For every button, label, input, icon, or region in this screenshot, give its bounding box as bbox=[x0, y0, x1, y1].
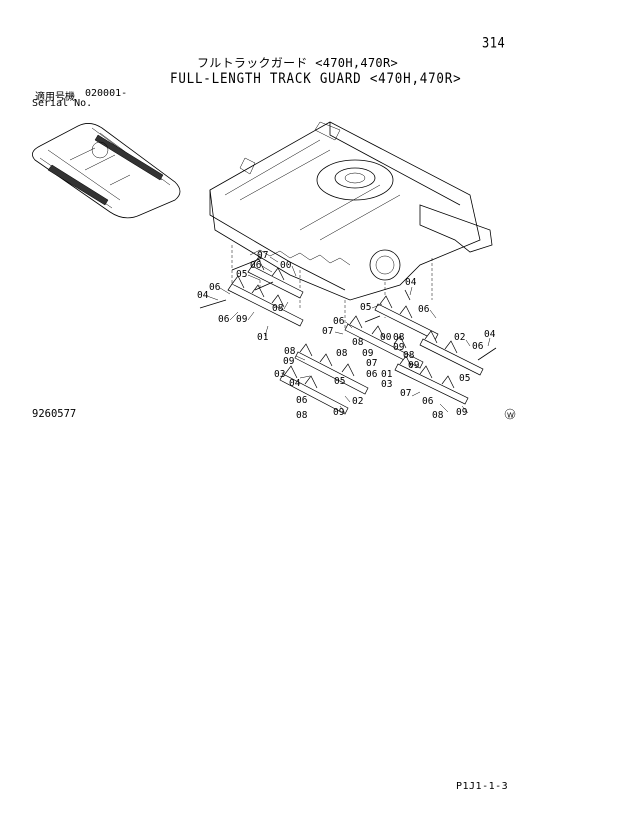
callout-03: 03 bbox=[274, 369, 285, 380]
footer-code: P1J1-1-3 bbox=[456, 781, 509, 792]
callout-labels: 07 06 00 05 06 04 08 06 09 01 04 05 06 0… bbox=[197, 250, 496, 421]
callout-07: 07 bbox=[400, 388, 411, 399]
callout-07: 07 bbox=[366, 358, 377, 369]
callout-04: 04 bbox=[289, 378, 301, 389]
undercarriage-thumbnail bbox=[32, 123, 181, 219]
callout-06: 06 bbox=[296, 395, 308, 406]
callout-08: 08 bbox=[352, 337, 364, 348]
callout-06: 06 bbox=[422, 396, 434, 407]
callout-09: 09 bbox=[236, 314, 248, 325]
guard-set-right bbox=[394, 330, 497, 405]
title-english: FULL-LENGTH TRACK GUARD <470H,470R> bbox=[170, 70, 462, 87]
page-number: 314 bbox=[482, 34, 506, 52]
guard-set-upper-left bbox=[199, 257, 304, 327]
callout-08: 08 bbox=[403, 350, 415, 361]
callout-06: 06 bbox=[418, 304, 430, 315]
callout-01: 01 bbox=[257, 332, 269, 343]
guard-set-center bbox=[279, 289, 439, 415]
callout-08: 08 bbox=[336, 348, 348, 359]
callout-04: 04 bbox=[405, 277, 417, 288]
callout-02: 02 bbox=[454, 332, 465, 343]
callout-03: 03 bbox=[381, 379, 392, 390]
callout-09: 09 bbox=[456, 407, 468, 418]
serial-label-english: Serial No. bbox=[32, 98, 93, 109]
callout-06: 06 bbox=[366, 369, 378, 380]
callout-06: 06 bbox=[472, 341, 484, 352]
callout-06: 06 bbox=[333, 316, 345, 327]
callout-04: 04 bbox=[484, 329, 496, 340]
callout-00: 00 bbox=[380, 332, 392, 343]
callout-04: 04 bbox=[197, 290, 209, 301]
callout-08: 08 bbox=[296, 410, 308, 421]
track-frame bbox=[209, 121, 493, 330]
title-japanese: フルトラックガード <470H,470R> bbox=[197, 56, 398, 70]
callout-08: 08 bbox=[432, 410, 444, 421]
callout-01: 01 bbox=[381, 369, 393, 380]
serial-label-japanese: 適用号機 bbox=[35, 92, 75, 103]
stamp-w: W bbox=[504, 408, 516, 420]
callout-09: 09 bbox=[333, 407, 345, 418]
callout-06: 06 bbox=[218, 314, 230, 325]
callout-08: 08 bbox=[272, 303, 284, 314]
callout-06: 06 bbox=[250, 260, 262, 271]
serial-number-value: 020001- bbox=[85, 88, 128, 99]
callout-06: 06 bbox=[209, 282, 221, 293]
callout-09: 09 bbox=[393, 342, 405, 353]
callout-05: 05 bbox=[459, 373, 470, 384]
drawing-number: 9260577 bbox=[32, 408, 77, 420]
callout-02: 02 bbox=[352, 396, 363, 407]
callout-05: 05 bbox=[236, 269, 247, 280]
callout-07: 07 bbox=[257, 250, 268, 261]
callout-09: 09 bbox=[362, 348, 374, 359]
callout-05: 05 bbox=[360, 302, 371, 313]
callout-00: 00 bbox=[280, 260, 292, 271]
leader-lines bbox=[206, 256, 491, 414]
callout-07: 07 bbox=[322, 326, 333, 337]
stamp-letter: W bbox=[507, 412, 514, 420]
callout-09: 09 bbox=[408, 360, 420, 371]
callout-08: 08 bbox=[393, 332, 405, 343]
callout-08: 08 bbox=[284, 346, 296, 357]
callout-05: 05 bbox=[334, 376, 345, 387]
callout-09: 09 bbox=[283, 356, 295, 367]
